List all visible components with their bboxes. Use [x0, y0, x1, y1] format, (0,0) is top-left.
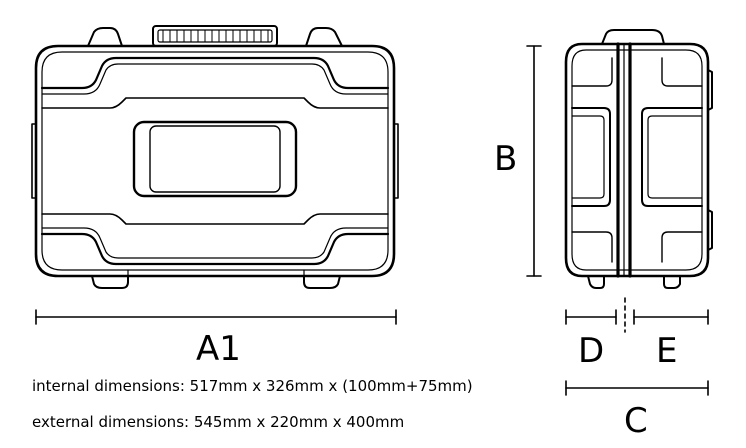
lower-bumper [40, 232, 390, 266]
top-right-latch [305, 27, 343, 47]
dimension-lines [35, 45, 709, 396]
label-d: D [578, 331, 605, 371]
dimension-line-d [565, 309, 617, 325]
side-body-outline [564, 42, 710, 278]
upper-bumper [40, 56, 390, 90]
dimension-line-b [526, 45, 542, 277]
front-left-foot [91, 275, 129, 289]
top-left-latch [87, 27, 123, 47]
side-left-recess [571, 107, 611, 207]
case-body-outline [34, 44, 396, 278]
label-e: E [656, 331, 678, 371]
dimension-line-c [565, 380, 709, 396]
internal-dimensions-text: internal dimensions: 517mm x 326mm x (10… [32, 377, 473, 395]
dimension-line-e [633, 309, 709, 325]
middle-seam [41, 97, 389, 109]
side-right-foot [663, 275, 681, 289]
case-front-view [31, 25, 399, 289]
front-right-foot [303, 275, 341, 289]
label-c: C [624, 401, 648, 441]
top-handle [152, 25, 278, 47]
case-body-inner-outline [41, 51, 389, 271]
label-b: B [494, 139, 518, 179]
dimension-line-a1 [35, 309, 397, 325]
label-plate [132, 120, 298, 198]
label-a1: A1 [196, 329, 241, 369]
case-side-view [564, 29, 713, 289]
side-handle [601, 29, 665, 45]
side-left-foot [587, 275, 605, 289]
external-dimensions-text: external dimensions: 545mm x 220mm x 400… [32, 413, 405, 431]
side-right-recess [641, 107, 703, 207]
